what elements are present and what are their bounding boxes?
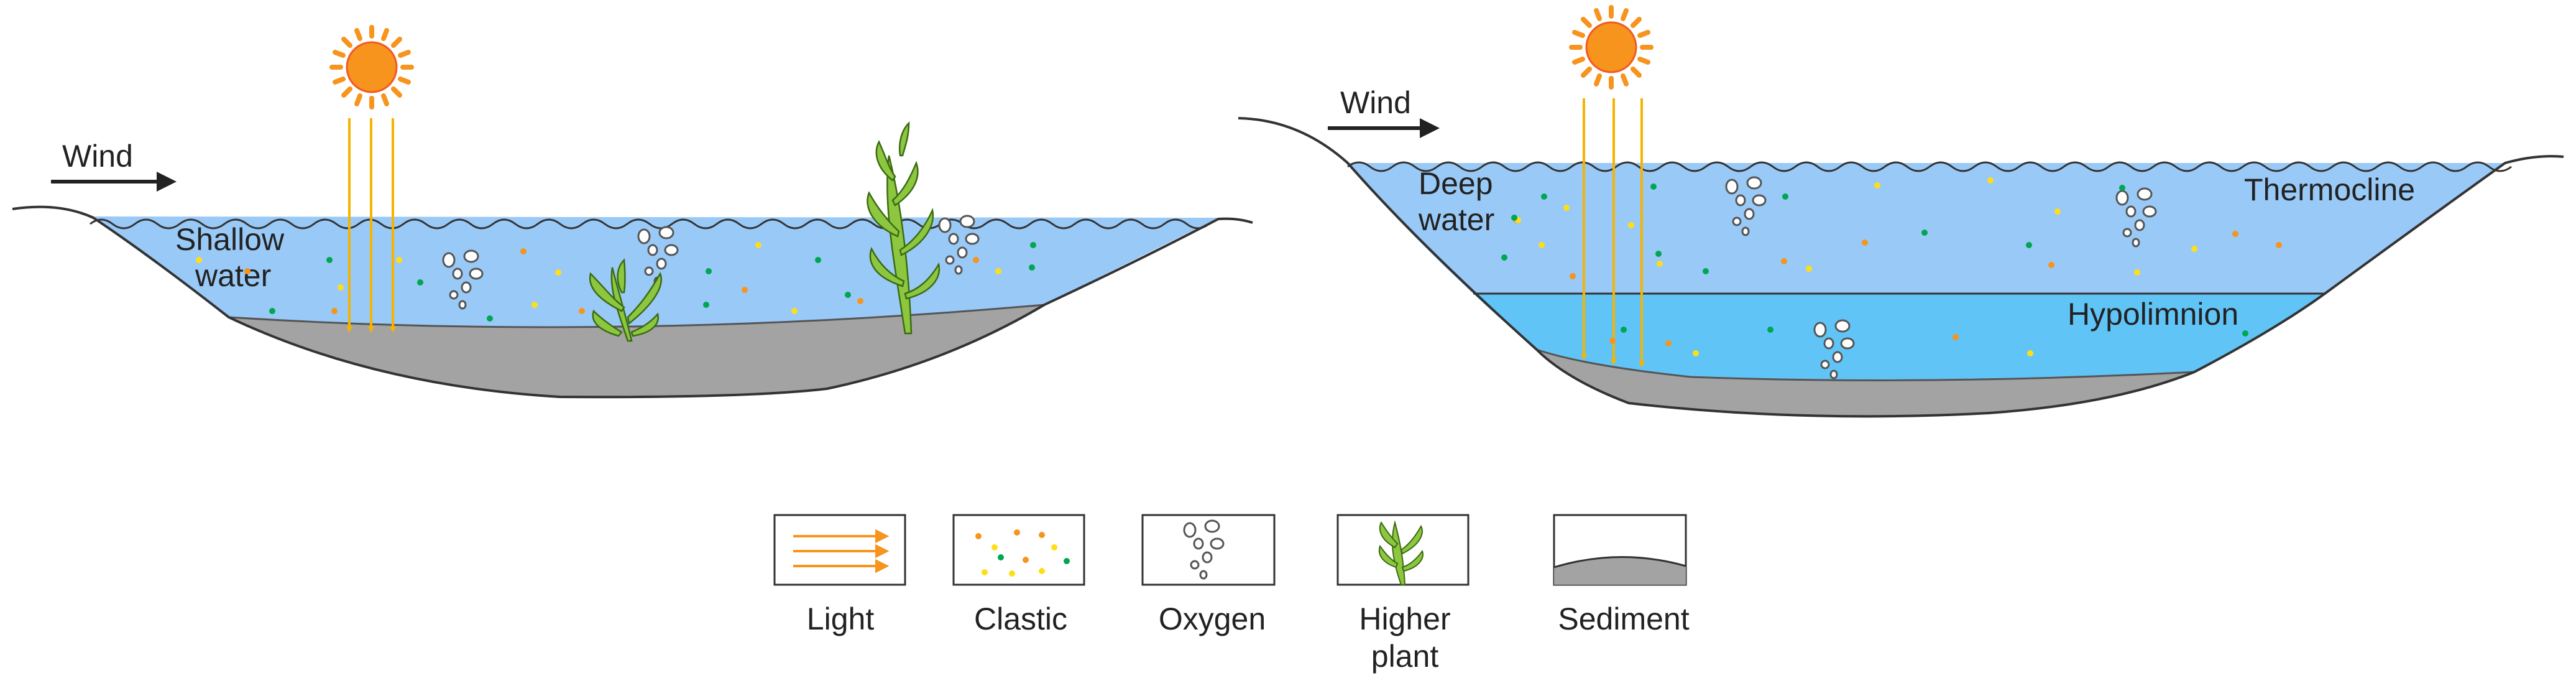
legend-higher-plant: Higher plant [1336,514,1470,674]
higher-plant-icon [1378,520,1424,585]
clastic-dot-icon [1501,177,2282,356]
hypolimnion-label: Hypolimnion [2068,297,2238,332]
legend-light: Light [773,514,906,636]
deep-lake: Wind Deep water Thermocline Hypolimnion [1238,5,2564,418]
shallow-water-label-1: Shallow [175,222,285,257]
thermocline-label: Thermocline [2244,172,2415,207]
higher-plant-icon [867,121,941,335]
legend-sediment: Sediment [1553,514,1690,636]
legend-plant-label-1: Higher [1359,602,1450,636]
wind-label-left: Wind [62,139,133,174]
deep-water-label-1: Deep [1419,166,1493,201]
deep-water-body [1348,163,2505,294]
legend: Light Clastic Oxygen [773,514,1690,674]
legend-light-label: Light [807,602,875,636]
legend-clastic-label: Clastic [974,602,1067,636]
deep-banks [1238,117,2564,418]
clastic-dot-icon [196,242,1036,322]
wind-label-right: Wind [1340,85,1411,120]
shallow-lake: Wind Shallow water [12,25,1253,399]
light-ray-icon [1581,98,1645,368]
legend-oxygen-label: Oxygen [1159,602,1266,636]
light-ray-icon [793,529,890,574]
sun-icon [1569,5,1654,90]
sun-icon [329,25,414,109]
legend-plant-label-2: plant [1371,639,1439,674]
shallow-left-bank [12,205,1253,399]
legend-sediment-label: Sediment [1558,602,1689,636]
legend-oxygen: Oxygen [1141,514,1276,636]
shallow-water-label-2: water [195,258,271,293]
hypolimnion-layer [1473,294,2325,381]
shallow-water-surface [90,218,1210,230]
deep-water-label-2: water [1418,202,1494,237]
legend-clastic: Clastic [952,514,1085,636]
wind-arrow-icon [1328,118,1440,138]
clastic-dot-icon [975,529,1070,577]
light-ray-icon [346,118,396,333]
deep-water-surface [1347,161,2512,172]
wind-arrow-icon [51,172,177,192]
sediment-icon [1553,556,1686,569]
higher-plant-icon [589,258,662,342]
